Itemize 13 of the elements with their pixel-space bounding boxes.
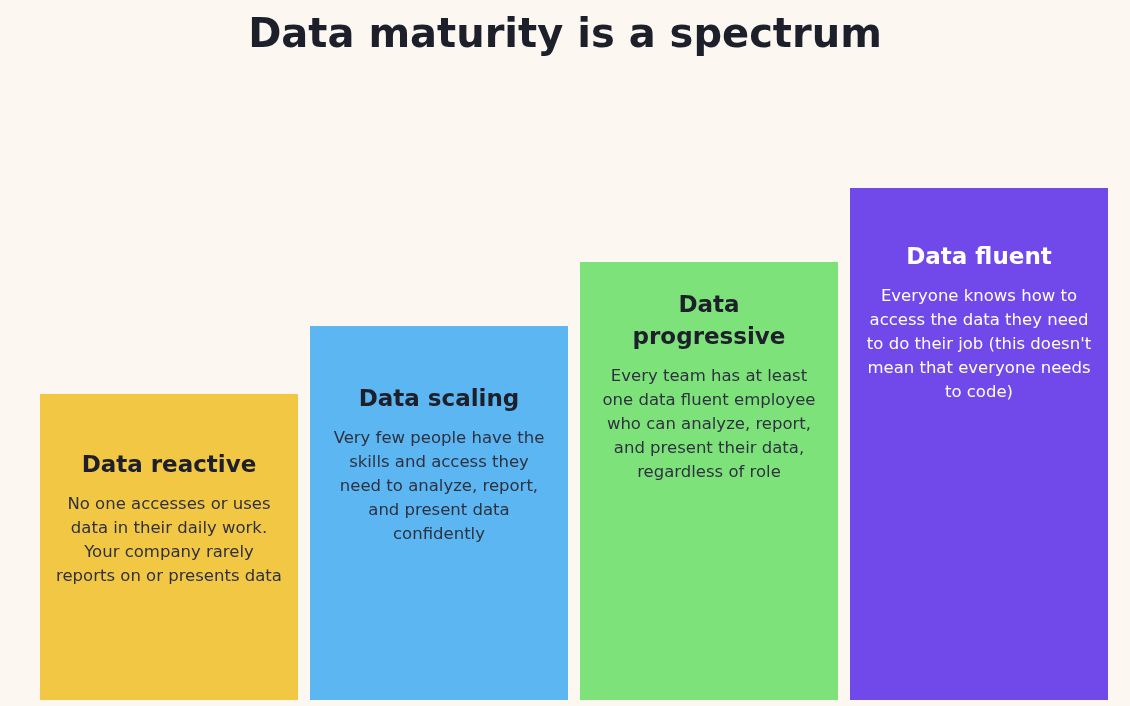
step-description: Very few people have the skills and access they need to analyze, report, and present data confidently: [332, 427, 546, 545]
step-bar: [40, 394, 298, 700]
step-heading: Data reactive: [80, 450, 258, 479]
step-bar: [850, 188, 1108, 700]
title: Data maturity is a spectrum: [247, 10, 883, 56]
step-description: Every team has at least one data fluent employee who can analyze, report, and present their data, regardless of role: [601, 365, 817, 483]
step-heading: Data fluent: [905, 242, 1053, 271]
step-description: No one accesses or uses data in their daily work. Your company rarely reports on or presents data: [56, 493, 282, 587]
step-heading: Data progressive: [631, 290, 787, 351]
step-heading: Data scaling: [357, 384, 521, 413]
step-bar: [580, 262, 838, 700]
step-description: Everyone knows how to access the data they need to do their job (this doesn't mean that everyone needs to code): [866, 285, 1092, 403]
step-bar: [310, 326, 568, 700]
